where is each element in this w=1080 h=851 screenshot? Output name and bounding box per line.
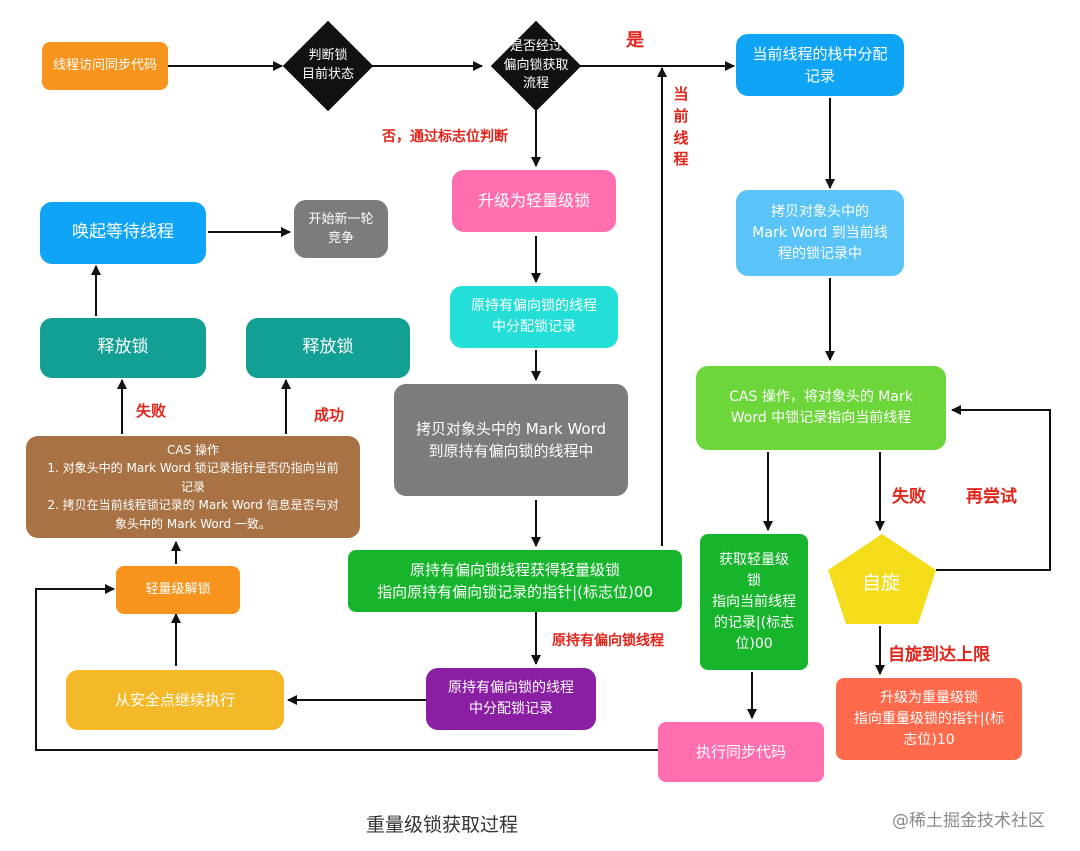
light-unlock-label: 轻量级解锁 <box>145 582 211 598</box>
biased-flow-label: 是否经过 偏向锁获取 流程 <box>503 38 569 92</box>
wake-waiting-label: 唤起等待线程 <box>72 222 174 243</box>
cas-current-node: CAS 操作，将对象头的 Mark Word 中锁记录指向当前线程 <box>696 366 946 450</box>
biased-alloc2-label: 原持有偏向锁的线程 中分配锁记录 <box>448 680 574 717</box>
cas-unlock-label: CAS 操作 1. 对象头中的 Mark Word 锁记录指针是否仍指向当前 记… <box>47 442 339 531</box>
get-lightweight-label: 获取轻量级 锁 指向当前线程 的记录|(标志 位)00 <box>712 551 796 652</box>
release-fail-node: 释放锁 <box>40 318 206 378</box>
judge-lock-state-label: 判断锁 目前状态 <box>301 48 354 82</box>
biased-get-light-node: 原持有偏向锁线程获得轻量级锁 指向原持有偏向锁记录的指针|(标志位)00 <box>348 550 682 612</box>
cas-unlock-node: CAS 操作 1. 对象头中的 Mark Word 锁记录指针是否仍指向当前 记… <box>26 436 360 538</box>
spin-label: 自旋 <box>862 572 901 594</box>
biased-copy-node: 拷贝对象头中的 Mark Word 到原持有偏向锁的线程中 <box>394 384 628 496</box>
label-success-unlock: 成功 <box>314 406 345 424</box>
biased-alloc-node: 原持有偏向锁的线程 中分配锁记录 <box>450 286 618 348</box>
biased-flow-decision: 是否经过 偏向锁获取 流程 <box>486 20 586 112</box>
upgrade-light-node: 升级为轻量级锁 <box>452 170 616 232</box>
label-current-thread: 当前线程 <box>673 85 689 169</box>
release-success-label: 释放锁 <box>302 337 354 358</box>
label-fail-cas: 失败 <box>892 487 926 507</box>
biased-alloc-label: 原持有偏向锁的线程 中分配锁记录 <box>471 298 597 335</box>
copy-markword-current-label: 拷贝对象头中的 Mark Word 到当前线 程的锁记录中 <box>752 203 888 262</box>
resume-safepoint-label: 从安全点继续执行 <box>114 690 235 709</box>
new-round-label: 开始新一轮 竞争 <box>308 211 374 247</box>
biased-copy-label: 拷贝对象头中的 Mark Word 到原持有偏向锁的线程中 <box>415 419 607 461</box>
label-spin-limit: 自旋到达上限 <box>888 645 990 665</box>
exec-sync-node: 执行同步代码 <box>658 722 824 782</box>
alloc-record-node: 当前线程的栈中分配 记录 <box>736 34 904 96</box>
exec-sync-label: 执行同步代码 <box>695 742 786 761</box>
biased-get-light-label: 原持有偏向锁线程获得轻量级锁 指向原持有偏向锁记录的指针|(标志位)00 <box>377 560 653 602</box>
arrow-spin-retry <box>936 405 1051 571</box>
wake-waiting-node: 唤起等待线程 <box>40 202 206 264</box>
resume-safepoint-node: 从安全点继续执行 <box>66 670 284 730</box>
release-success-node: 释放锁 <box>246 318 410 378</box>
new-round-node: 开始新一轮 竞争 <box>294 200 388 258</box>
light-unlock-node: 轻量级解锁 <box>116 566 240 614</box>
copy-markword-current-node: 拷贝对象头中的 Mark Word 到当前线 程的锁记录中 <box>736 190 904 276</box>
start-node: 线程访问同步代码 <box>42 42 168 90</box>
judge-lock-state-decision: 判断锁 目前状态 <box>282 20 374 112</box>
release-fail-label: 释放锁 <box>97 337 149 358</box>
biased-alloc2-node: 原持有偏向锁的线程 中分配锁记录 <box>426 668 596 730</box>
label-no-check-flag: 否，通过标志位判断 <box>382 129 508 145</box>
cas-current-label: CAS 操作，将对象头的 Mark Word 中锁记录指向当前线程 <box>729 389 913 426</box>
upgrade-heavy-node: 升级为重量级锁 指向重量级锁的指针|(标 志位)10 <box>836 678 1022 760</box>
diagram-title: 重量级锁获取过程 <box>366 814 519 836</box>
arrow-exec-to-unlock <box>35 584 658 751</box>
upgrade-light-label: 升级为轻量级锁 <box>477 191 590 210</box>
label-yes: 是 <box>626 30 644 51</box>
get-lightweight-node: 获取轻量级 锁 指向当前线程 的记录|(标志 位)00 <box>700 534 808 670</box>
watermark: @稀土掘金技术社区 <box>892 811 1045 831</box>
alloc-record-label: 当前线程的栈中分配 记录 <box>752 44 888 86</box>
upgrade-heavy-label: 升级为重量级锁 指向重量级锁的指针|(标 志位)10 <box>853 689 1005 748</box>
label-fail-unlock: 失败 <box>136 402 167 420</box>
spin-pentagon <box>828 534 936 624</box>
start-node-label: 线程访问同步代码 <box>52 58 157 74</box>
label-biased-thread: 原持有偏向锁线程 <box>552 633 664 649</box>
label-retry: 再尝试 <box>966 487 1017 507</box>
